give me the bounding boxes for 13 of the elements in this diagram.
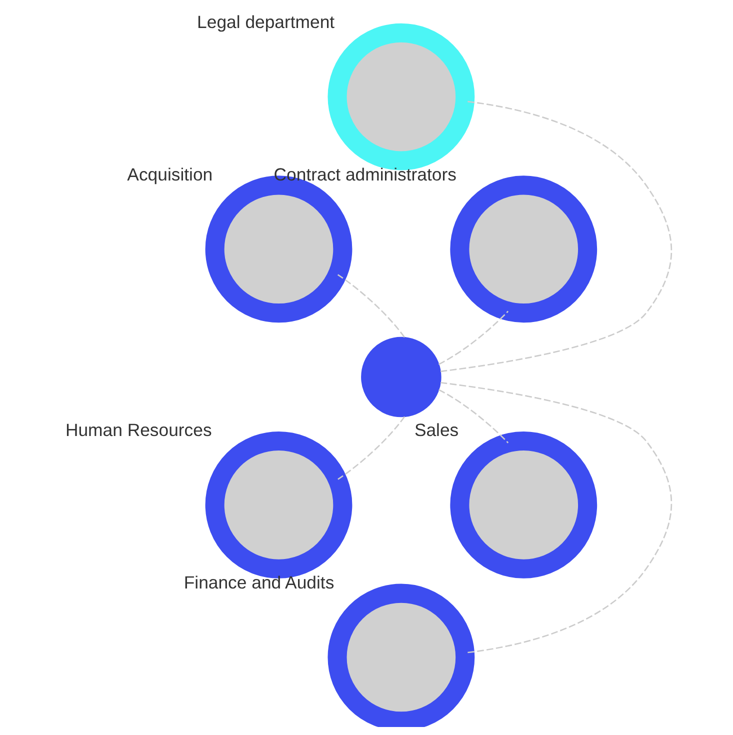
- node-circle: [360, 336, 441, 418]
- node-label: Finance and Audits: [183, 572, 334, 592]
- node-label: Acquisition: [126, 164, 212, 184]
- connector: [438, 389, 508, 444]
- connector: [337, 416, 405, 480]
- node-label: Sales: [414, 420, 458, 440]
- node-label: Legal department: [196, 12, 334, 32]
- node-label: Human Resources: [64, 420, 212, 440]
- connector: [336, 274, 405, 338]
- connector: [440, 382, 672, 654]
- node-label: Contract administrators: [273, 164, 456, 184]
- connector: [440, 100, 672, 372]
- connector: [438, 310, 508, 365]
